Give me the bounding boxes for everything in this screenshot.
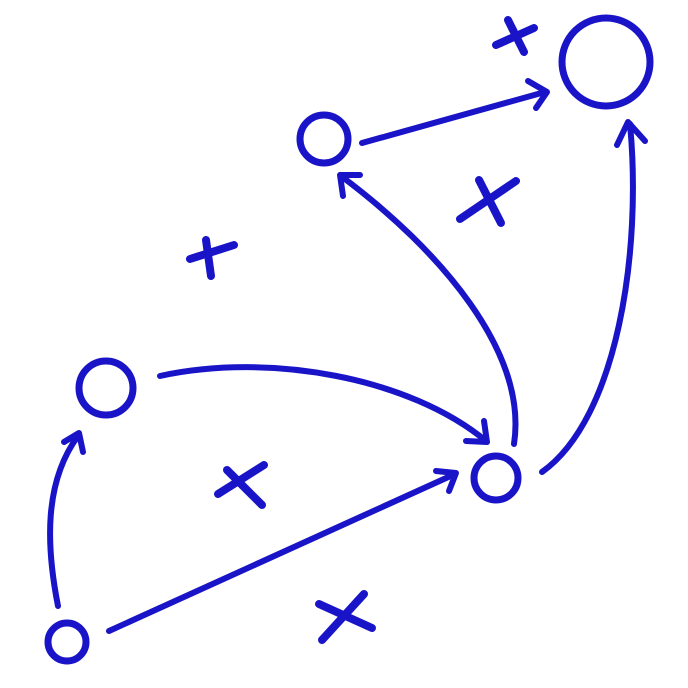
cross-icon xyxy=(186,236,238,280)
cross-icon xyxy=(492,16,538,56)
node-start xyxy=(44,619,90,665)
edge-line xyxy=(338,173,519,447)
edge-middle-right-to-goal xyxy=(539,119,648,475)
edge-line xyxy=(157,364,489,444)
edge-upper-to-goal xyxy=(359,78,550,146)
cross-marks xyxy=(186,16,538,644)
edges xyxy=(47,78,648,634)
edge-line xyxy=(359,89,548,146)
nodes xyxy=(44,14,654,665)
node-middle-right xyxy=(470,452,522,504)
arrowhead-icon xyxy=(525,78,550,111)
edge-middle-right-to-upper xyxy=(337,172,519,447)
edge-left-to-middle-right xyxy=(157,364,490,445)
arrowhead-icon xyxy=(463,418,490,445)
edge-line xyxy=(47,433,81,609)
arrowhead-icon xyxy=(61,430,86,455)
cross-icon xyxy=(456,176,520,227)
node-left xyxy=(75,357,137,419)
arrowhead-icon xyxy=(433,468,459,494)
cross-icon xyxy=(315,590,376,644)
edge-start-to-middle-right xyxy=(106,468,459,634)
arrowhead-icon xyxy=(337,172,363,199)
node-goal xyxy=(558,14,654,110)
arrowhead-icon xyxy=(614,119,648,148)
edge-start-to-left xyxy=(47,430,86,609)
cross-icon xyxy=(214,461,268,509)
edge-line xyxy=(106,471,458,634)
edge-line xyxy=(539,121,636,475)
node-upper xyxy=(296,111,352,167)
